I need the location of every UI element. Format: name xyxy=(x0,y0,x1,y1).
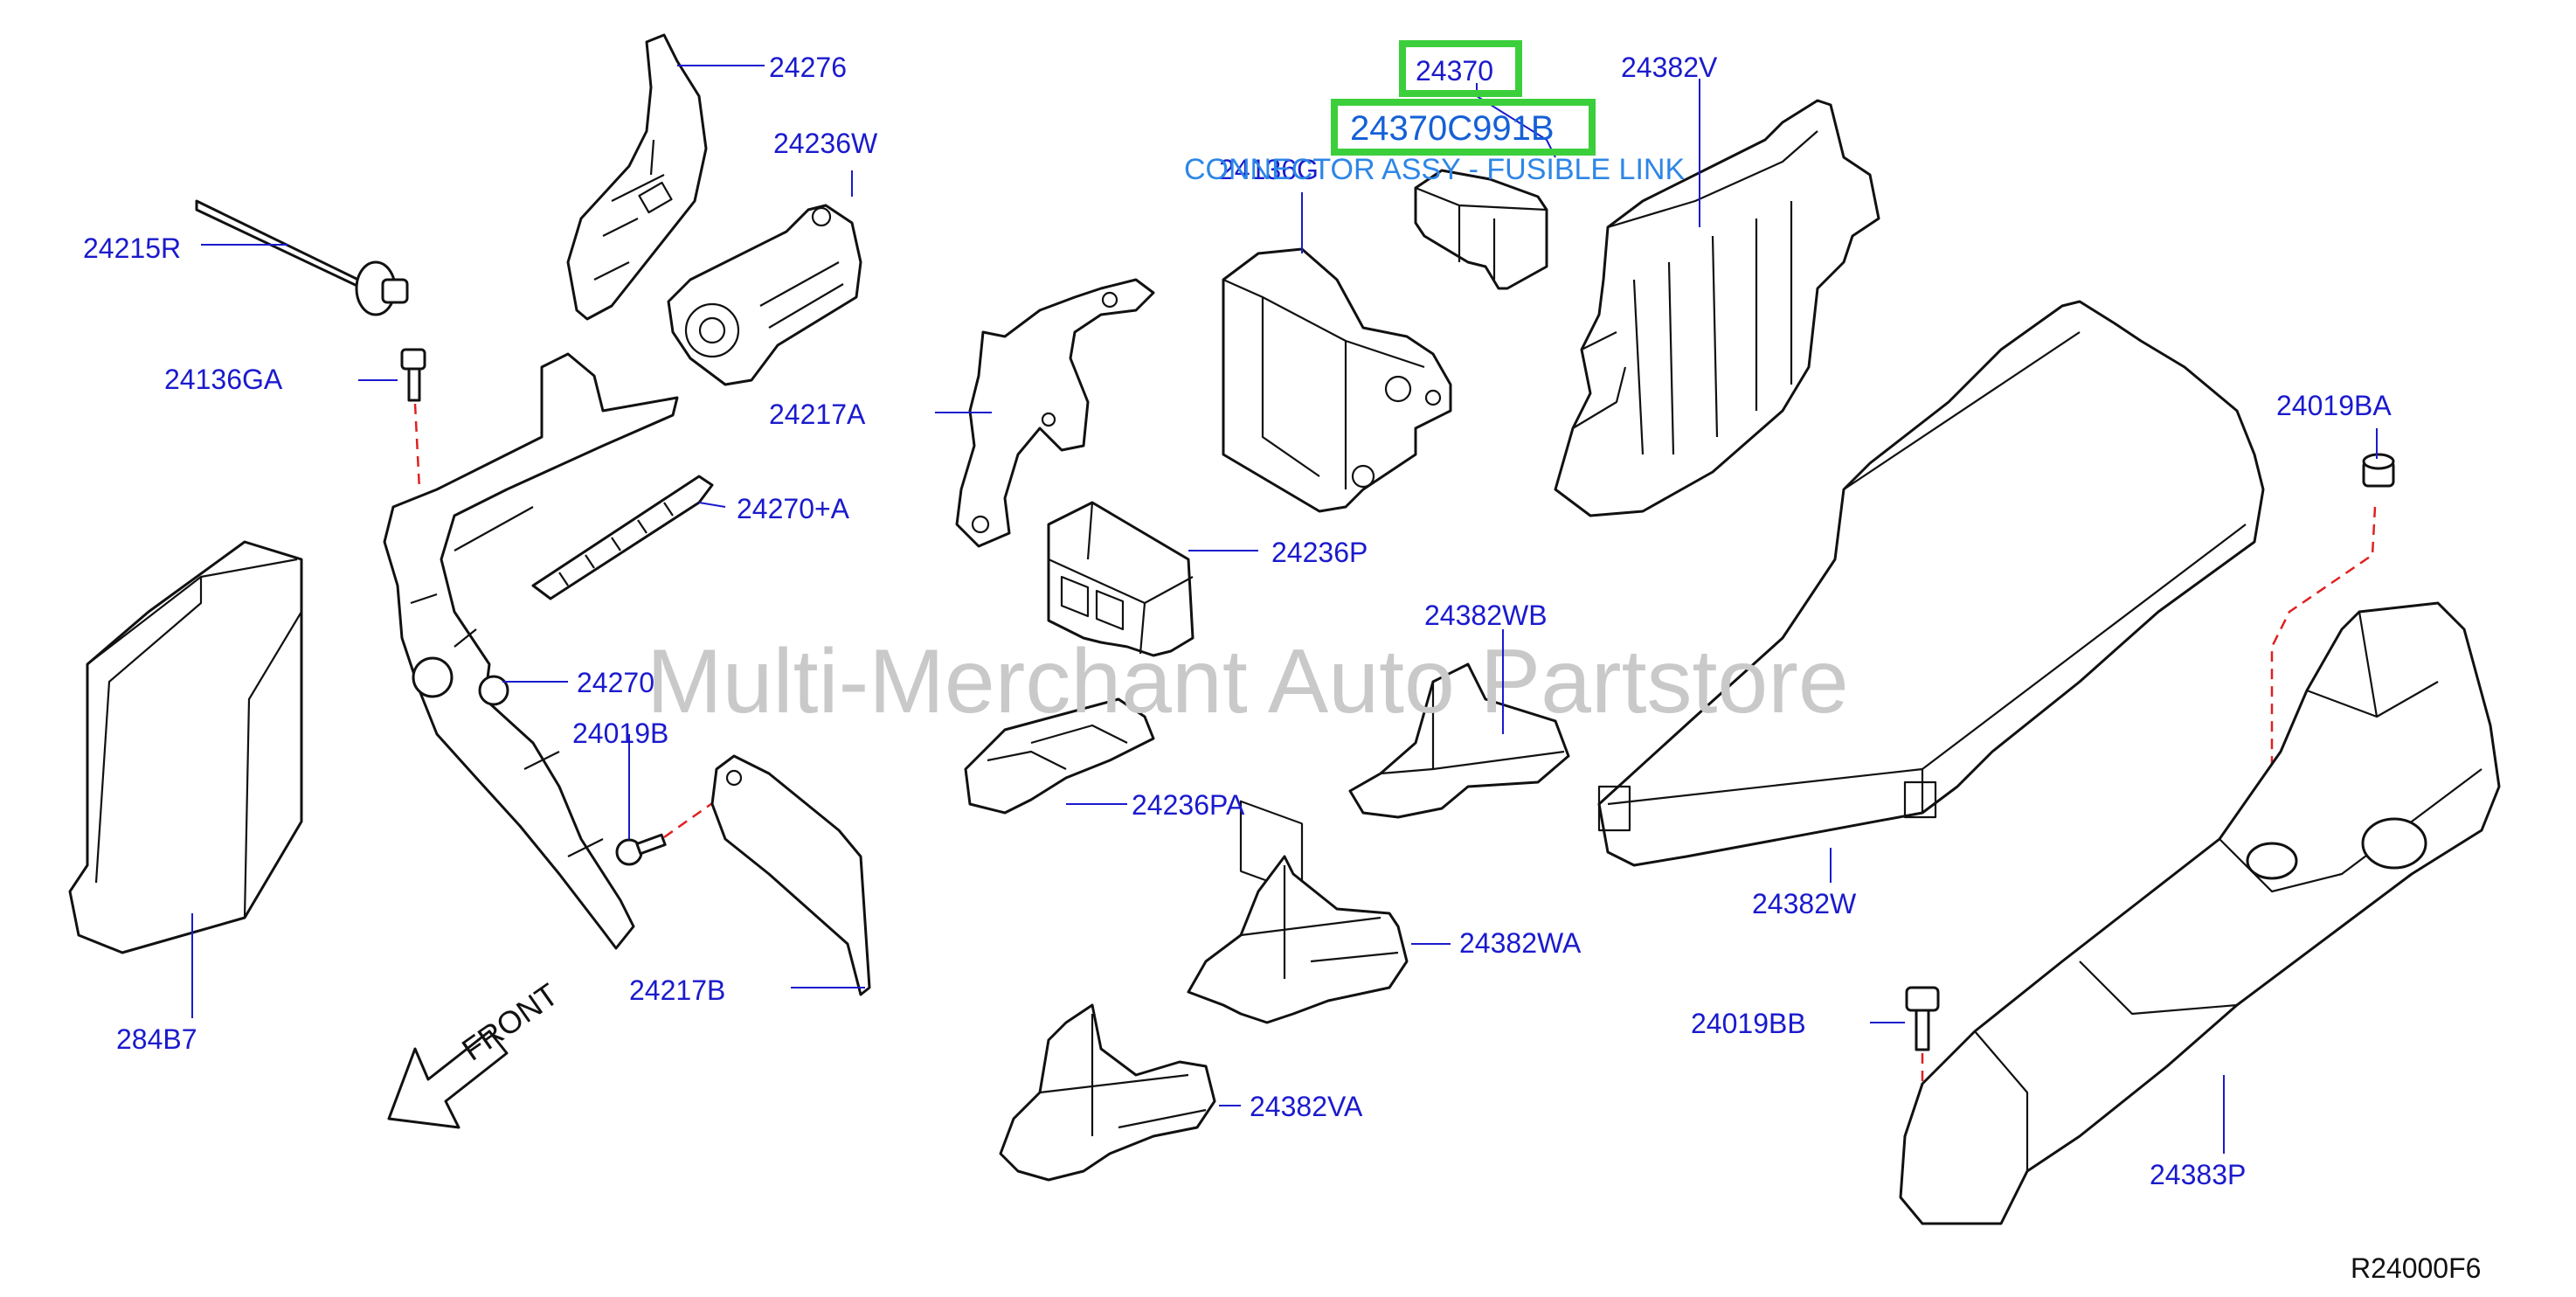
part-24382V-drawing[interactable] xyxy=(1554,99,1880,517)
label-24270[interactable]: 24270 xyxy=(577,667,654,698)
selected-part-callout[interactable]: 24370 24370C991B CONNECTOR ASSY - FUSIBL… xyxy=(1184,40,1685,186)
diagram-reference-code: R24000F6 xyxy=(2351,1252,2481,1284)
part-24136GA-drawing[interactable] xyxy=(400,348,426,402)
label-24136G[interactable]: 24136G xyxy=(1219,154,1319,185)
label-24382V[interactable]: 24382V xyxy=(1621,52,1718,83)
part-24019BB-drawing[interactable] xyxy=(1905,986,1940,1051)
part-24217B-drawing[interactable] xyxy=(710,754,871,996)
part-24236PA-drawing[interactable] xyxy=(964,697,1155,815)
part-24370-drawing[interactable] xyxy=(1414,169,1548,290)
part-24382VA-drawing[interactable] xyxy=(999,1003,1216,1182)
label-24236W[interactable]: 24236W xyxy=(773,128,878,159)
label-24215R[interactable]: 24215R xyxy=(83,232,181,264)
part-24019B-drawing[interactable] xyxy=(615,833,667,866)
label-284B7[interactable]: 284B7 xyxy=(116,1023,197,1055)
selected-part-number-highlight xyxy=(1399,40,1522,97)
part-24383P-drawing[interactable] xyxy=(1899,601,2501,1225)
watermark: Multi-Merchant Auto Partstore xyxy=(647,631,1849,732)
label-24383P[interactable]: 24383P xyxy=(2150,1159,2246,1190)
label-24236PA[interactable]: 24236PA xyxy=(1132,789,1245,821)
label-24276[interactable]: 24276 xyxy=(769,52,847,83)
selected-oem-number[interactable]: 24370C991B xyxy=(1350,109,1555,148)
leader-lines xyxy=(191,65,2378,1154)
part-24270A-drawing[interactable] xyxy=(531,475,714,600)
label-24382VA[interactable]: 24382VA xyxy=(1250,1091,1363,1122)
label-24236P[interactable]: 24236P xyxy=(1271,537,1368,568)
part-24236W-drawing[interactable] xyxy=(667,204,862,386)
part-24382WB-drawing[interactable] xyxy=(1348,662,1570,819)
label-24217A[interactable]: 24217A xyxy=(769,399,866,430)
part-284B7-drawing[interactable] xyxy=(68,540,303,954)
part-24276-drawing[interactable] xyxy=(566,33,708,321)
selected-part-number[interactable]: 24370 xyxy=(1416,55,1493,87)
label-24382WA[interactable]: 24382WA xyxy=(1459,927,1582,959)
label-24136GA[interactable]: 24136GA xyxy=(164,364,283,395)
part-24382WA-drawing[interactable] xyxy=(1187,855,1409,1024)
label-24217B[interactable]: 24217B xyxy=(629,974,725,1006)
part-24217A-drawing[interactable] xyxy=(955,278,1155,548)
label-24019BA[interactable]: 24019BA xyxy=(2276,390,2392,421)
front-arrow-icon xyxy=(387,1030,509,1129)
part-24236P-drawing[interactable] xyxy=(1047,501,1195,657)
label-24382WB[interactable]: 24382WB xyxy=(1424,600,1548,631)
part-24215R-drawing[interactable] xyxy=(195,199,409,316)
part-24019BA-drawing[interactable] xyxy=(2362,453,2395,488)
selected-part-description: CONNECTOR ASSY - FUSIBLE LINK xyxy=(1184,153,1685,186)
label-24382W[interactable]: 24382W xyxy=(1752,888,1857,919)
part-24382W-drawing[interactable] xyxy=(1597,300,2265,867)
selected-oem-number-highlight xyxy=(1331,99,1596,156)
label-24019B[interactable]: 24019B xyxy=(572,718,668,749)
part-24136G-drawing[interactable] xyxy=(1222,247,1452,895)
front-label: FRONT xyxy=(455,976,564,1068)
label-24270A[interactable]: 24270+A xyxy=(737,493,850,524)
part-24270-drawing[interactable] xyxy=(383,352,679,950)
label-24019BB[interactable]: 24019BB xyxy=(1691,1008,1806,1039)
